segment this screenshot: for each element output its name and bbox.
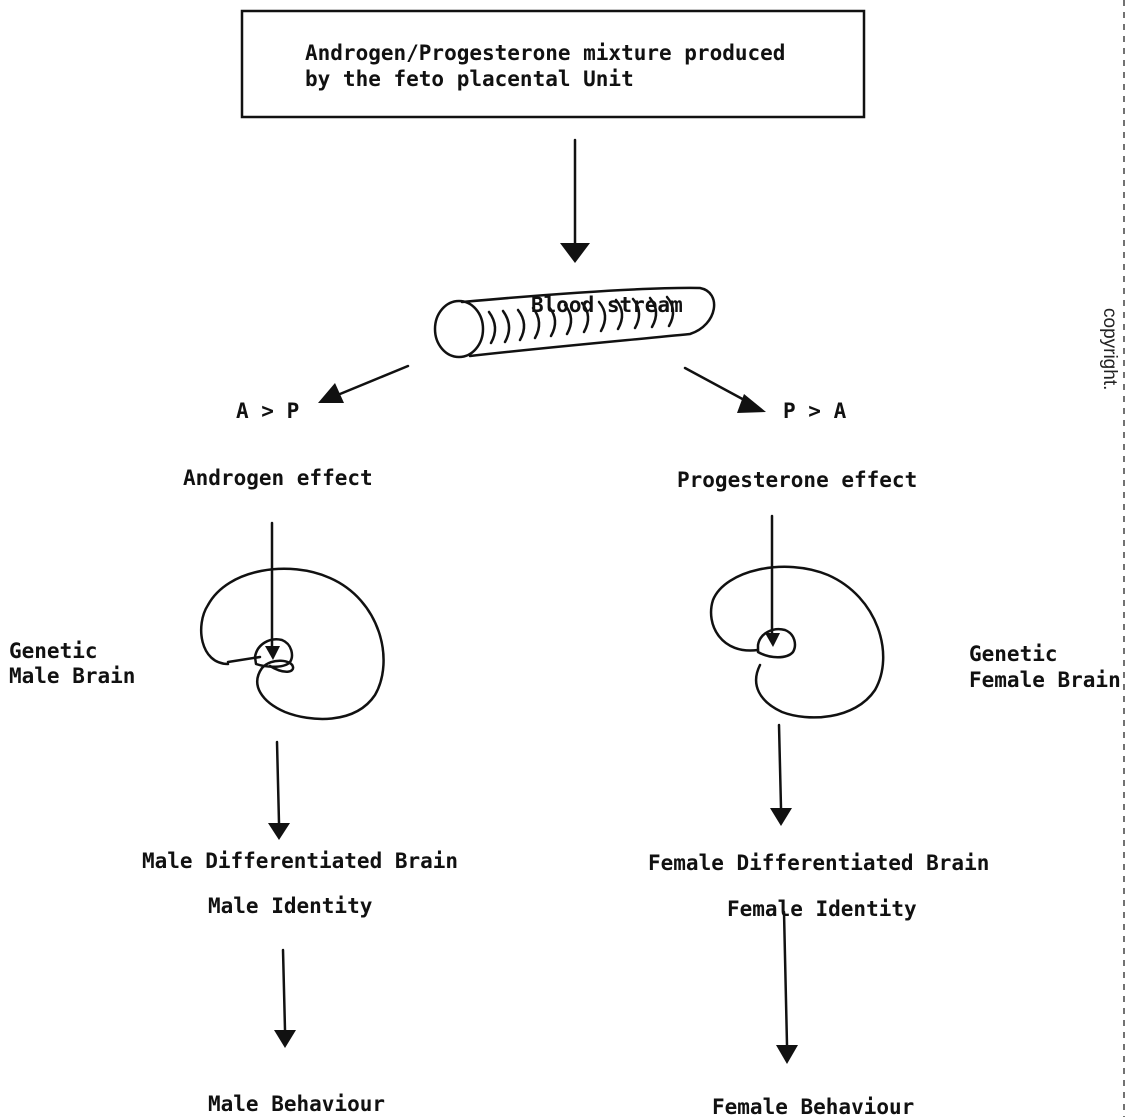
left-effect-label: Androgen effect	[183, 466, 373, 490]
arrow-right-identity-to-behaviour	[776, 910, 798, 1064]
arrow-left-effect-to-brain	[265, 521, 280, 660]
arrow-box-to-vessel	[560, 138, 590, 263]
arrow-left-identity-to-behaviour	[274, 948, 296, 1048]
source-box-line-1: Androgen/Progesterone mixture produced	[305, 41, 785, 65]
arrow-right-effect-to-brain	[765, 514, 780, 647]
right-identity: Female Identity	[727, 897, 917, 921]
arrow-right-brain-to-differentiated	[770, 723, 792, 826]
vessel-end-cap	[433, 299, 485, 359]
right-behaviour: Female Behaviour	[712, 1095, 914, 1117]
left-identity: Male Identity	[208, 894, 373, 918]
vessel-body	[460, 286, 716, 358]
arrow-left-brain-to-differentiated	[268, 740, 290, 840]
right-brain-label-line-1: Genetic	[969, 642, 1058, 666]
right-effect-label: Progesterone effect	[677, 468, 917, 492]
source-box: Androgen/Progesterone mixture produced b…	[240, 9, 866, 119]
left-ratio: A > P	[236, 399, 299, 423]
vessel-label: Blood stream	[531, 293, 683, 317]
left-brain-inner-loop	[253, 638, 294, 668]
left-brain-label-line-1: Genetic	[9, 639, 98, 663]
margin-copyright-text: copyright.	[1099, 308, 1120, 390]
right-brain-label-line-2: Female Brain	[969, 668, 1121, 692]
right-differentiated-brain: Female Differentiated Brain	[648, 851, 989, 875]
right-brain-inner-loop	[756, 628, 797, 659]
left-brain-spiral	[200, 567, 385, 721]
blood-vessel: Blood stream	[433, 286, 716, 359]
left-brain-label-line-2: Male Brain	[9, 664, 135, 688]
left-behaviour: Male Behaviour	[208, 1092, 385, 1116]
arrow-vessel-to-left	[318, 364, 410, 403]
left-brain-stem	[226, 655, 262, 664]
vessel-ripples	[487, 295, 675, 345]
source-box-frame	[240, 9, 866, 119]
arrow-vessel-to-right	[683, 366, 766, 413]
left-differentiated-brain: Male Differentiated Brain	[142, 849, 458, 873]
left-brain	[200, 567, 385, 721]
right-brain	[709, 565, 885, 719]
right-ratio: P > A	[783, 399, 847, 423]
source-box-line-2: by the feto placental Unit	[305, 67, 634, 91]
right-brain-spiral	[709, 565, 885, 719]
